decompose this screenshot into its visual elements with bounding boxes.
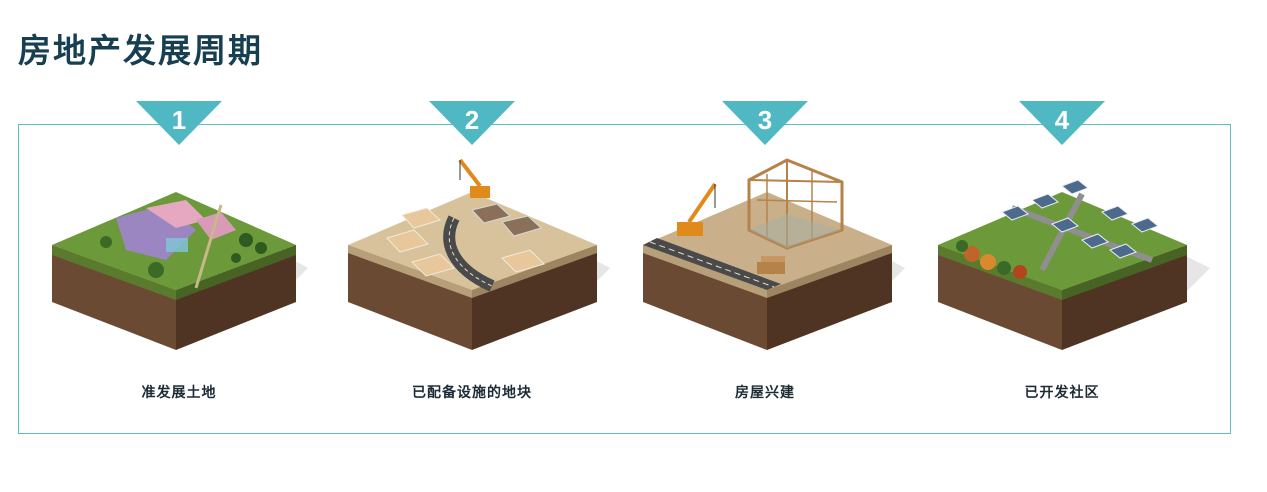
stages-frame [18, 124, 1231, 434]
stage-3-label: 房屋兴建 [735, 385, 795, 401]
developed-community-illustration [938, 179, 1210, 350]
stage-3-number: 3 [757, 105, 773, 135]
stage-1-badge: 1 [136, 101, 222, 145]
stage-1-label: 准发展土地 [141, 385, 217, 401]
house-construction-illustration [643, 158, 905, 350]
triangle-marker-icon [429, 101, 515, 145]
stage-4-label: 已开发社区 [1024, 385, 1100, 401]
stage-2-number: 2 [464, 105, 480, 135]
serviced-plots-illustration [348, 158, 610, 350]
stage-4-number: 4 [1054, 105, 1070, 135]
undeveloped-land-illustration [52, 192, 308, 350]
stage-4-badge: 4 [1019, 101, 1105, 145]
page-title: 房地产发展周期 [18, 31, 263, 70]
stage-3-badge: 3 [722, 101, 808, 145]
triangle-marker-icon [1019, 101, 1105, 145]
triangle-marker-icon [722, 101, 808, 145]
stage-1-number: 1 [171, 105, 187, 135]
stage-2-label: 已配备设施的地块 [412, 385, 532, 401]
triangle-marker-icon [136, 101, 222, 145]
stage-2-badge: 2 [429, 101, 515, 145]
